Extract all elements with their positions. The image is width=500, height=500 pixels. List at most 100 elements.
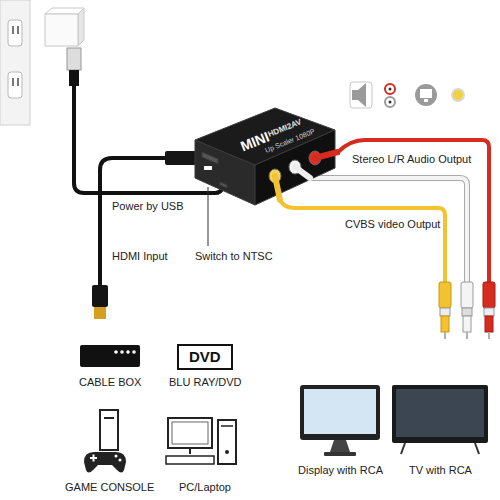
- outlet-slot: [12, 78, 14, 86]
- yellow-rca-cable: [280, 200, 445, 283]
- converter-box: MINIHDMI2AVUp Scaler 1080P: [190, 100, 340, 210]
- icon-stand: [424, 99, 428, 102]
- settop-light: [120, 350, 124, 354]
- plug-body: [483, 282, 495, 308]
- tv-leg: [401, 443, 405, 454]
- caption-label: Stereo L/R Audio Output: [352, 153, 471, 166]
- disc-player-box: DVD: [177, 344, 233, 370]
- rca-plug-stub: [295, 167, 310, 178]
- caption-label: GAME CONSOLE: [65, 481, 154, 494]
- usb-plug: [67, 48, 81, 70]
- wall-plate: [0, 0, 30, 125]
- rca-plug-stub: [275, 176, 280, 200]
- charger-front: [45, 14, 78, 46]
- outlet-slot: [17, 26, 19, 34]
- settop-light: [132, 350, 136, 354]
- plug-body: [439, 282, 451, 308]
- outlet-slot: [17, 78, 19, 86]
- caption-label: Switch to NTSC: [195, 250, 273, 263]
- power-port: [220, 182, 227, 188]
- caption-label: CVBS video Output: [345, 218, 440, 231]
- hdmi-plug: [92, 285, 108, 307]
- pc-monitor: [168, 418, 212, 448]
- display-icon: [300, 385, 380, 456]
- display-frame: [300, 385, 380, 440]
- tv-frame: [392, 385, 488, 443]
- display-base: [324, 452, 356, 456]
- caption-label: TV with RCA: [409, 464, 472, 477]
- tv-leg: [475, 443, 479, 454]
- usb-charger: [45, 8, 84, 46]
- ring-center: [389, 88, 392, 91]
- icon-disc: [415, 84, 437, 106]
- settop-light: [114, 350, 118, 354]
- plug-pin: [488, 332, 490, 339]
- plug-collar: [484, 308, 494, 316]
- caption-label: Power by USB: [112, 200, 184, 213]
- plug-pin: [466, 332, 468, 339]
- pc-stand: [189, 448, 191, 454]
- outlet-slot: [12, 26, 14, 34]
- converter-housing: [190, 100, 340, 210]
- plug-tip: [463, 316, 471, 332]
- ntsc-switch: [204, 166, 212, 170]
- speaker-body: [352, 90, 358, 100]
- settop-body: [80, 345, 140, 367]
- pc-button: [225, 450, 229, 454]
- speaker-cone: [358, 83, 366, 107]
- console-slot: [104, 417, 114, 419]
- hdmi-port: [202, 152, 218, 164]
- hdmi-plug-tip: [94, 307, 106, 319]
- pc-tower: [218, 420, 236, 464]
- white-ring: [385, 97, 395, 107]
- jack-icon: [385, 84, 395, 107]
- tv-screen: [396, 389, 484, 437]
- hdmi-cable: [100, 158, 165, 285]
- tv-icon: [392, 385, 488, 454]
- box-text: DVD: [189, 348, 221, 366]
- gamepad-button: [115, 455, 118, 458]
- plug-collar: [462, 308, 472, 316]
- outlet: [8, 72, 22, 98]
- plug-collar: [440, 308, 450, 316]
- speaker-icon: [350, 82, 372, 108]
- icon-screen: [420, 89, 432, 98]
- speaker-frame: [350, 82, 372, 108]
- console-tower: [100, 410, 118, 450]
- pc-keyboard: [166, 456, 214, 464]
- rca-plug: [439, 282, 451, 339]
- settop-icon: [80, 345, 140, 367]
- charger-side: [78, 8, 84, 46]
- settop-light: [126, 350, 130, 354]
- caption-label: HDMI Input: [112, 250, 168, 263]
- red-ring: [385, 84, 395, 94]
- caption-label: Display with RCA: [298, 464, 383, 477]
- caption-label: PC/Laptop: [179, 481, 231, 494]
- display-screen: [304, 389, 376, 434]
- gamepad-button: [119, 459, 122, 462]
- plug-body: [461, 282, 473, 308]
- plug-tip: [485, 316, 493, 332]
- rca-plug: [483, 282, 495, 339]
- rca-plug: [461, 282, 473, 339]
- plug-pin: [444, 332, 446, 339]
- outlet: [8, 20, 22, 46]
- plug-tip: [441, 316, 449, 332]
- pc-icon: [166, 418, 236, 464]
- gamepad: [84, 452, 126, 473]
- pc-screen: [172, 422, 208, 444]
- caption-label: BLU RAY/DVD: [169, 376, 242, 389]
- yellow-dot: [452, 89, 464, 101]
- monitor-icon: [415, 84, 437, 106]
- charger-top: [45, 8, 84, 14]
- pc-drive: [221, 425, 233, 427]
- usb-plug-boot: [69, 70, 79, 86]
- leader-line: [208, 187, 209, 246]
- caption-label: CABLE BOX: [79, 376, 141, 389]
- rca-plug-stub: [315, 152, 338, 158]
- ring-center: [389, 101, 392, 104]
- wall-plate-face: [0, 0, 30, 125]
- console-icon: [84, 410, 126, 473]
- gamepad-dpad: [93, 455, 95, 462]
